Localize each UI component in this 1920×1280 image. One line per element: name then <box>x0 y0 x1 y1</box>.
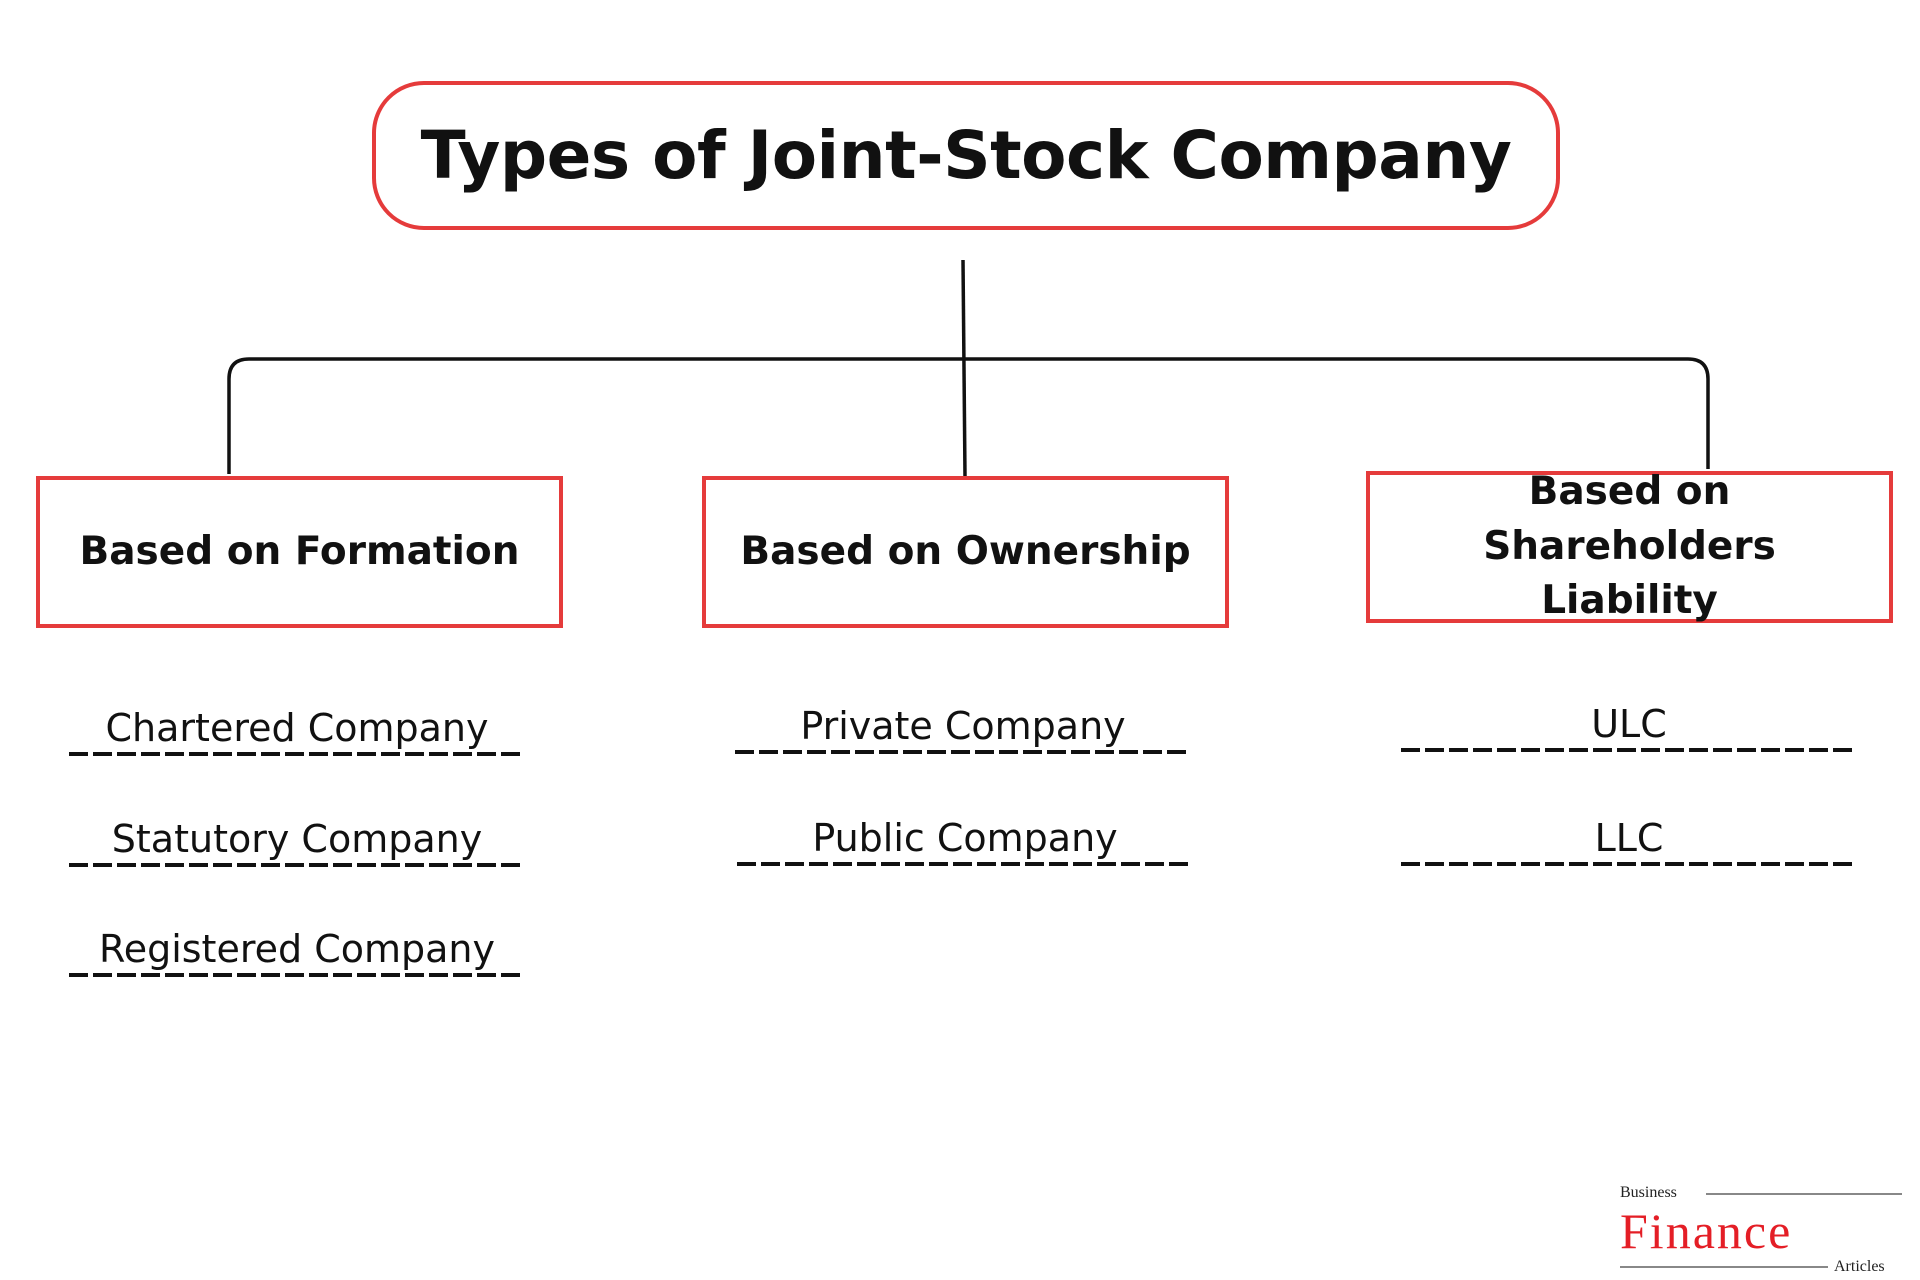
category-box-liability: Based on Shareholders Liability <box>1366 469 1893 623</box>
category-label: Based on Ownership <box>740 528 1191 574</box>
dashed-underline <box>1401 748 1857 752</box>
dashed-underline <box>69 863 525 867</box>
category-box-ownership: Based on Ownership <box>702 476 1229 628</box>
dashed-underline <box>69 973 525 977</box>
logo-bottom-text: Articles <box>1834 1258 1885 1275</box>
branch-line <box>227 357 1710 474</box>
list-item: Registered Company <box>69 927 525 977</box>
item-label: Registered Company <box>99 927 495 971</box>
item-label: Statutory Company <box>111 817 483 861</box>
dashed-underline <box>1401 862 1857 866</box>
title-box: Types of Joint-Stock Company <box>372 81 1560 230</box>
list-item: LLC <box>1401 816 1857 866</box>
item-label: LLC <box>1594 816 1664 860</box>
diagram-title: Types of Joint-Stock Company <box>420 117 1512 194</box>
dashed-underline <box>735 750 1191 754</box>
dashed-underline <box>737 862 1193 866</box>
category-box-formation: Based on Formation <box>36 476 563 628</box>
dashed-underline <box>69 752 525 756</box>
category-label: Based on Formation <box>79 528 520 574</box>
item-label: Chartered Company <box>105 706 489 750</box>
list-item: ULC <box>1401 702 1857 752</box>
item-label: Public Company <box>812 816 1118 860</box>
brand-logo: Business Finance Articles <box>1620 1184 1910 1275</box>
list-item: Chartered Company <box>69 706 525 756</box>
logo-rule <box>1620 1266 1828 1268</box>
item-label: ULC <box>1591 702 1667 746</box>
item-label: Private Company <box>800 704 1126 748</box>
list-item: Public Company <box>737 816 1193 866</box>
category-label: Based on Shareholders Liability <box>1483 469 1776 624</box>
logo-top-text: Business <box>1620 1184 1677 1201</box>
logo-rule <box>1706 1193 1902 1195</box>
logo-main-text: Finance <box>1620 1203 1793 1259</box>
trunk-line <box>961 259 967 477</box>
list-item: Statutory Company <box>69 817 525 867</box>
list-item: Private Company <box>735 704 1191 754</box>
